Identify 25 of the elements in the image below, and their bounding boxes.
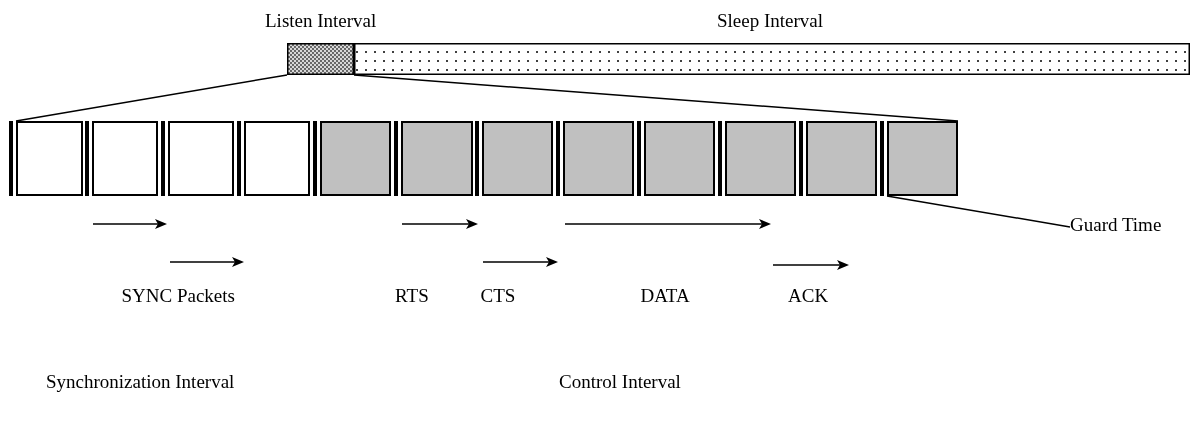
time-slot bbox=[244, 121, 310, 196]
interval-label: Sleep Interval bbox=[717, 10, 824, 32]
interval-label: Control Interval bbox=[559, 371, 681, 393]
time-slot bbox=[320, 121, 391, 196]
time-slot bbox=[16, 121, 83, 196]
time-slot bbox=[92, 121, 158, 196]
time-slot bbox=[168, 121, 234, 196]
time-slot bbox=[482, 121, 553, 196]
packet-label: ACK bbox=[788, 285, 829, 307]
leader-line bbox=[886, 195, 1071, 228]
zoom-line bbox=[353, 74, 959, 122]
time-slot bbox=[725, 121, 796, 196]
time-slot bbox=[806, 121, 877, 196]
time-slot bbox=[887, 121, 958, 196]
packet-label: RTS bbox=[395, 285, 429, 307]
guard-time-label: Guard Time bbox=[1070, 214, 1162, 235]
packet-label: SYNC Packets bbox=[121, 285, 235, 307]
time-slot bbox=[644, 121, 715, 196]
interval-label: Synchronization Interval bbox=[46, 371, 235, 393]
time-slot bbox=[563, 121, 634, 196]
packet-label: CTS bbox=[480, 285, 516, 307]
interval-label: Listen Interval bbox=[265, 10, 377, 32]
time-slot bbox=[401, 121, 473, 196]
zoom-line bbox=[15, 74, 288, 122]
packet-label: DATA bbox=[640, 285, 690, 307]
